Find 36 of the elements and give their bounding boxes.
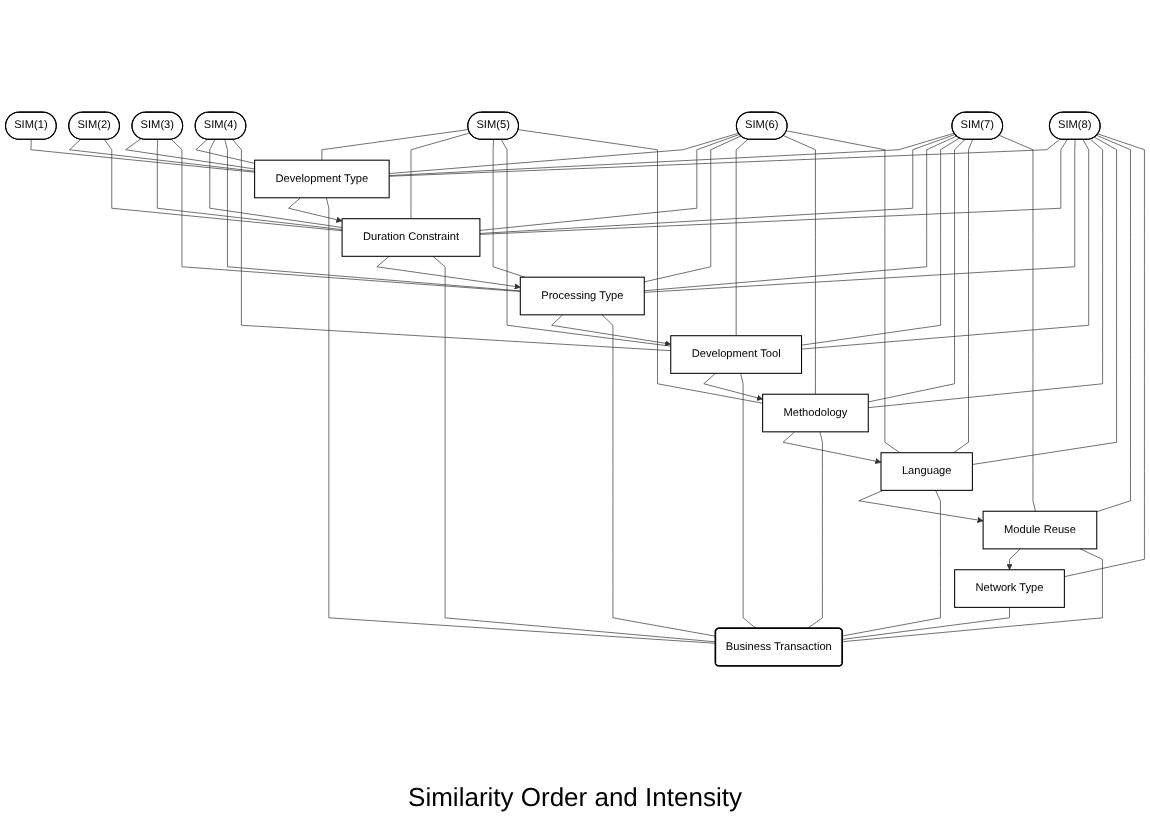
connector bbox=[998, 135, 1036, 512]
connector bbox=[388, 132, 740, 174]
caption: Similarity Order and Intensity bbox=[408, 782, 742, 812]
connector bbox=[953, 139, 973, 454]
connector bbox=[842, 607, 1010, 640]
connector bbox=[195, 139, 255, 164]
connector bbox=[801, 137, 960, 346]
connector bbox=[1064, 133, 1145, 577]
connector bbox=[783, 135, 816, 395]
connector bbox=[388, 132, 955, 176]
connector bbox=[321, 129, 469, 161]
connector bbox=[740, 372, 757, 629]
connector bbox=[643, 135, 957, 292]
connector bbox=[388, 138, 1061, 177]
connector bbox=[432, 255, 717, 643]
connector bbox=[867, 139, 966, 403]
connector bbox=[601, 314, 717, 637]
connector bbox=[30, 139, 255, 173]
connector bbox=[806, 431, 823, 629]
connector bbox=[801, 139, 1090, 350]
connector bbox=[479, 139, 1068, 235]
connector bbox=[492, 139, 526, 278]
connector bbox=[125, 138, 255, 170]
connector bbox=[972, 136, 1117, 465]
connector bbox=[410, 132, 471, 220]
connector bbox=[867, 138, 1103, 408]
connector bbox=[479, 134, 956, 234]
connector bbox=[842, 490, 941, 637]
connector bbox=[326, 197, 717, 644]
connector bbox=[1096, 135, 1131, 513]
connector bbox=[786, 130, 901, 454]
connector bbox=[735, 139, 749, 337]
connector bbox=[643, 139, 1076, 293]
connector bbox=[479, 134, 740, 231]
connector bbox=[69, 139, 255, 172]
connector bbox=[643, 135, 742, 283]
